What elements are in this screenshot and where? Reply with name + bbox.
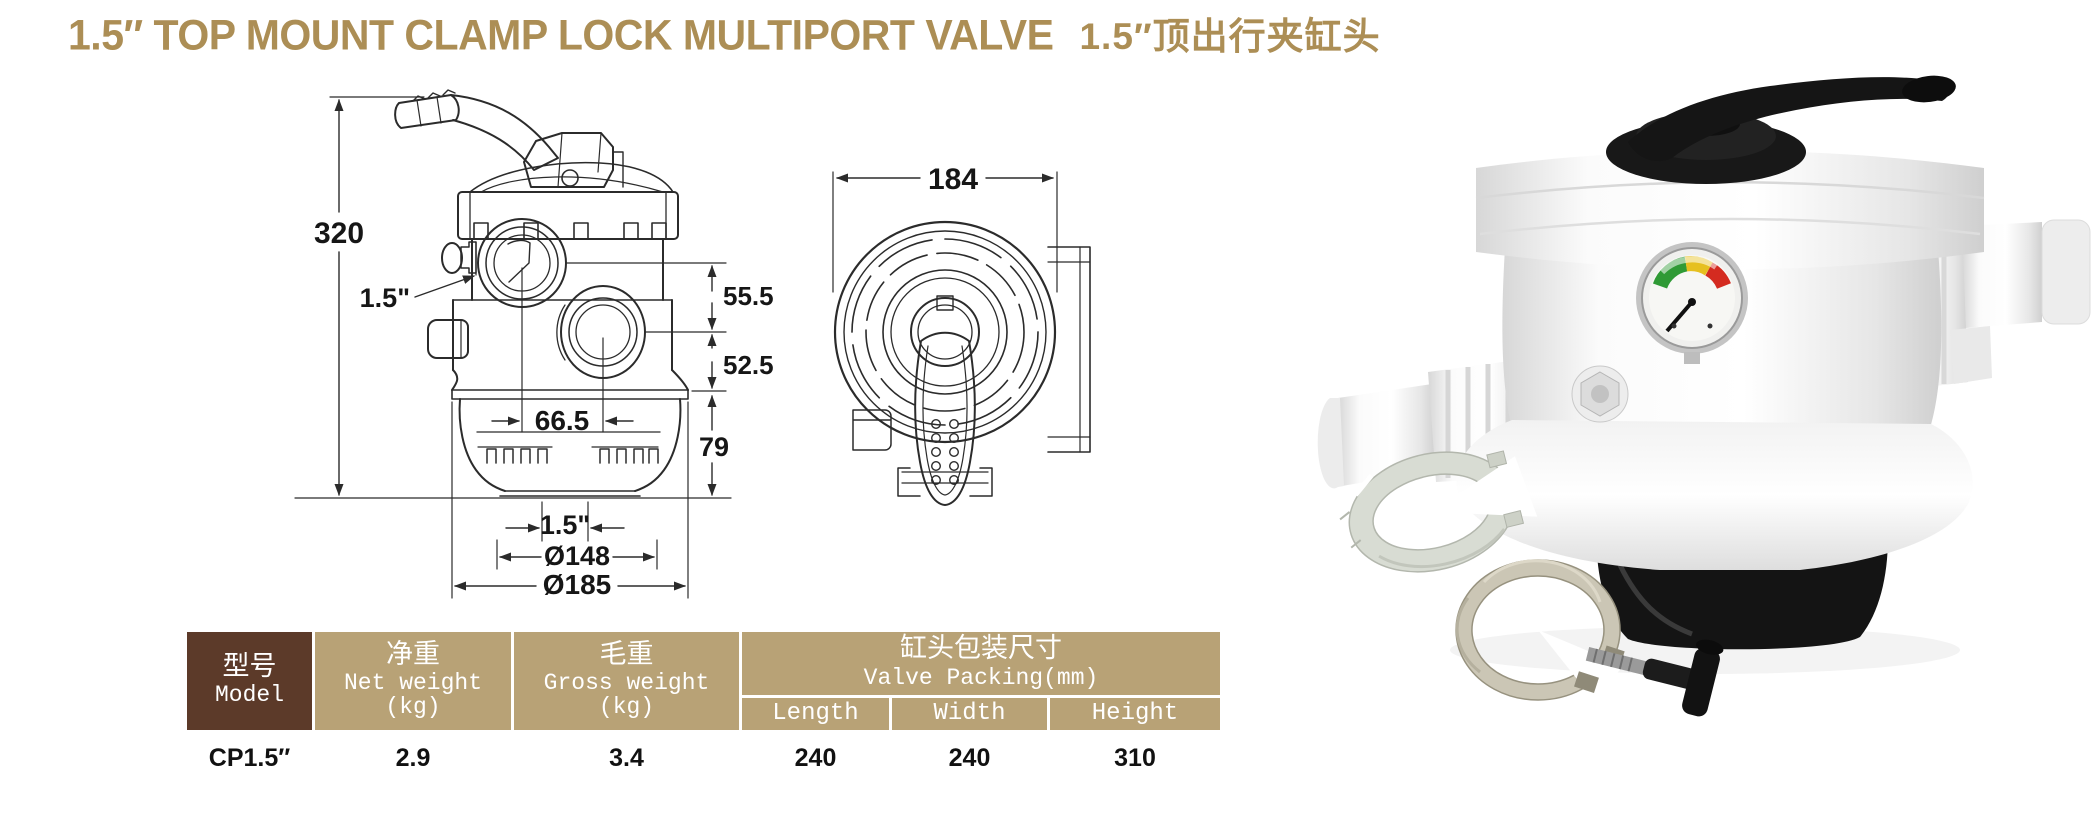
dim-upper-port-offset: 55.5 [723, 281, 774, 311]
header-model-en: Model [214, 682, 284, 709]
valve-handle-photo [1606, 75, 1956, 184]
product-photo [1317, 75, 2091, 717]
header-gross-weight-unit: (kg) [598, 694, 655, 721]
header-width: Width [892, 698, 1047, 730]
side-knob-drawing [427, 241, 477, 359]
header-gross-weight: 毛重 Gross weight (kg) [514, 632, 739, 730]
pressure-gauge [1636, 242, 1748, 364]
header-model: 型号 Model [187, 632, 312, 730]
row-model: CP1.5″ [187, 733, 312, 783]
top-flange [1476, 150, 1984, 270]
row-gross-weight: 3.4 [514, 733, 739, 783]
header-packing-group: 缸头包装尺寸 Valve Packing(mm) [742, 632, 1220, 695]
valve-bowl [1456, 420, 1973, 570]
valve-handle-drawing [394, 89, 624, 188]
header-net-weight-en: Net weight [343, 670, 483, 697]
header-net-weight-unit: (kg) [385, 694, 441, 721]
hex-plug [1571, 365, 1629, 423]
dim-port-spacing: 66.5 [535, 405, 590, 436]
page-title-zh: 1.5″顶出行夹缸头 [1079, 16, 1381, 57]
row-height: 310 [1050, 733, 1220, 783]
top-view-handle [914, 331, 976, 506]
row-net-weight: 2.9 [315, 733, 511, 783]
dim-lower-port-offset: 52.5 [723, 350, 774, 380]
clamp-ring-metal [1455, 559, 1724, 717]
top-view-drawing: 184 [832, 163, 1091, 506]
dim-overall-height: 320 [314, 217, 364, 250]
dim-side-port-size: 1.5" [360, 283, 410, 313]
front-view-dimensions: 320 1.5" 55.5 52.5 79 66.5 [294, 96, 774, 600]
dim-overall-width: 184 [928, 163, 978, 196]
header-packing-en: Valve Packing(mm) [863, 664, 1099, 691]
row-width: 240 [892, 733, 1047, 783]
dim-bottom-port-size: 1.5" [540, 510, 590, 540]
spec-table: 型号 Model 净重 Net weight (kg) 毛重 Gross wei… [187, 632, 1220, 783]
gauge-green-arc [1652, 256, 1688, 289]
clamp-band-drawing [457, 161, 679, 240]
page-title-en: 1.5″ TOP MOUNT CLAMP LOCK MULTIPORT VALV… [68, 10, 1054, 60]
gauge-red-arc [1704, 262, 1731, 290]
header-length: Length [742, 698, 889, 730]
header-net-weight-zh: 净重 [386, 641, 440, 672]
page-title: 1.5″ TOP MOUNT CLAMP LOCK MULTIPORT VALV… [68, 6, 1381, 60]
header-height: Height [1050, 698, 1220, 730]
dim-inner-diameter: Ø148 [544, 541, 610, 571]
valve-body-drawing [451, 238, 689, 497]
header-gross-weight-en: Gross weight [543, 670, 710, 697]
dim-base-height: 79 [699, 432, 729, 462]
header-net-weight: 净重 Net weight (kg) [315, 632, 511, 730]
front-view-drawing: 320 1.5" 55.5 52.5 79 66.5 [294, 89, 774, 600]
row-length: 240 [742, 733, 889, 783]
gauge-yellow-arc [1684, 256, 1714, 276]
header-gross-weight-zh: 毛重 [599, 641, 654, 672]
gauge-needle [1665, 300, 1694, 333]
clamp-ring-plastic [1339, 450, 1538, 573]
clamp-t-bolt [1585, 639, 1724, 717]
header-model-zh: 型号 [222, 653, 277, 684]
header-packing-zh: 缸头包装尺寸 [900, 636, 1062, 667]
dim-outer-diameter: Ø185 [543, 569, 612, 600]
